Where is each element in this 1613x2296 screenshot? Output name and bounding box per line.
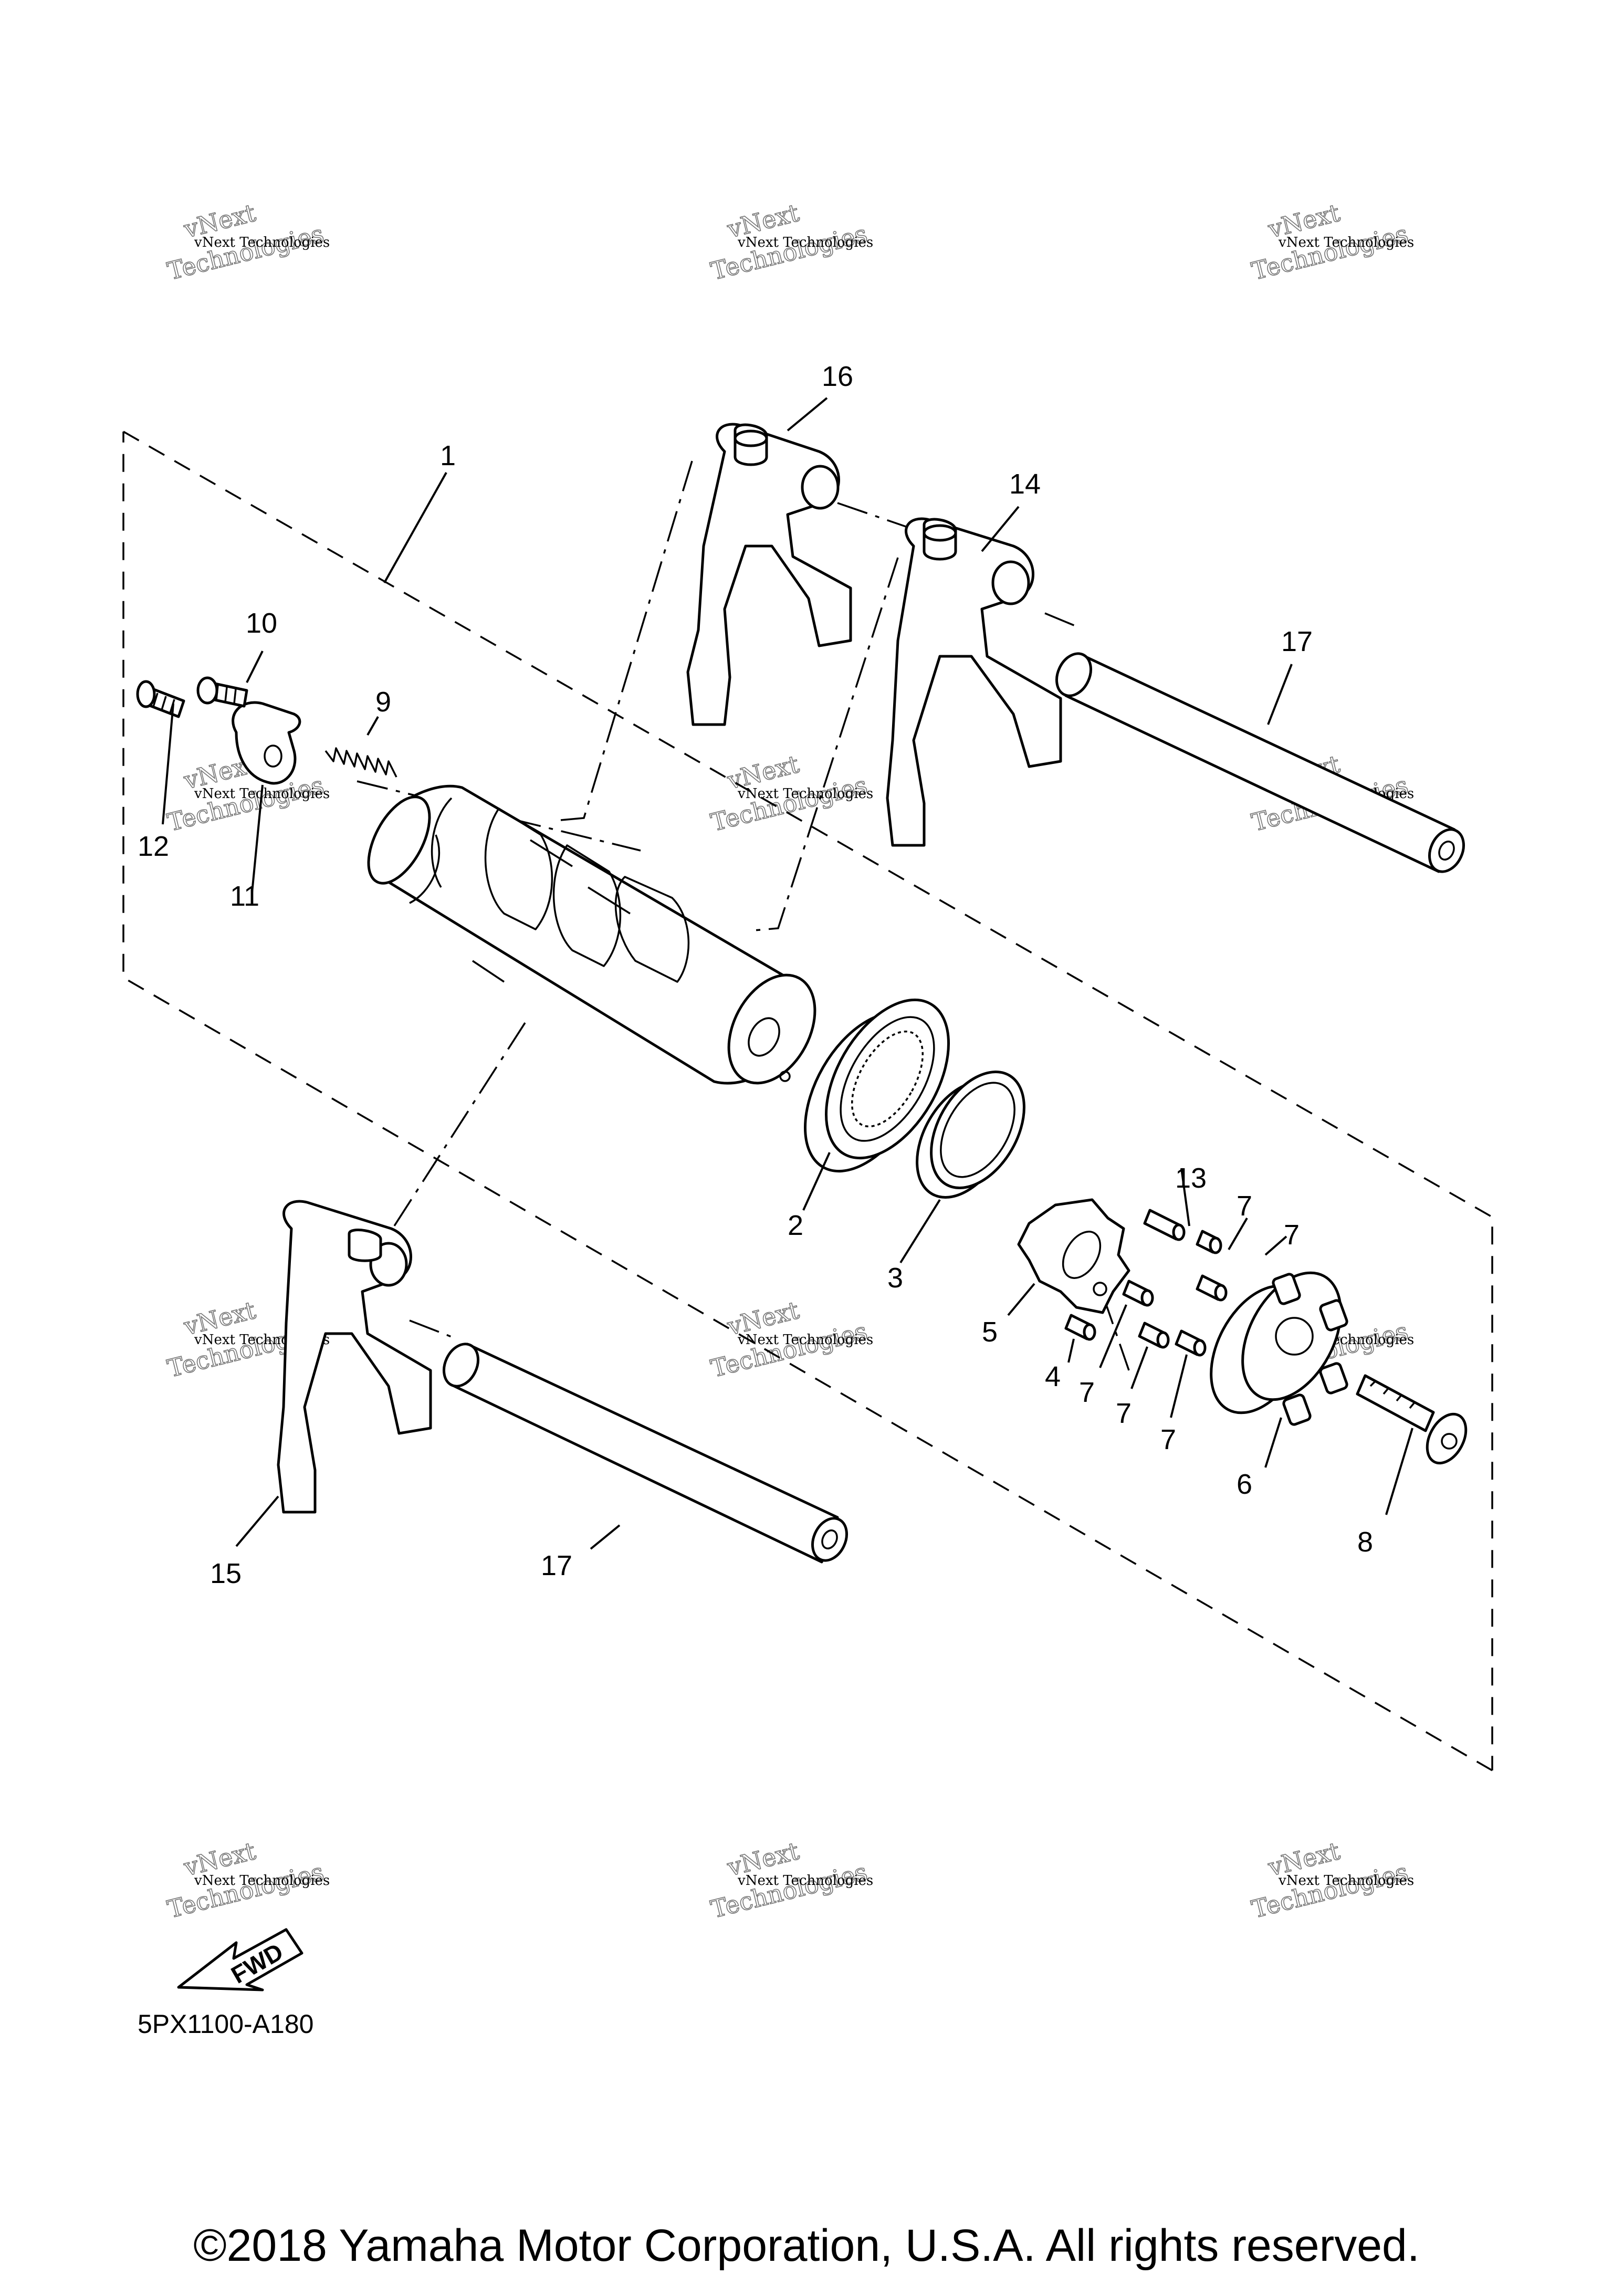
watermark: vNext Technologies vNext Technologies bbox=[708, 1836, 874, 1924]
diagram-code: 5PX1100-A180 bbox=[138, 2009, 313, 2039]
callout-16: 16 bbox=[822, 361, 853, 392]
shift-fork-14 bbox=[886, 517, 1062, 847]
pin-7 bbox=[1196, 1274, 1228, 1302]
callout-3: 3 bbox=[887, 1262, 903, 1294]
callout-labels: 1 2 3 4 5 6 7 7 7 7 7 8 9 10 11 12 13 14… bbox=[138, 361, 1373, 1589]
callout-17a: 17 bbox=[1281, 626, 1313, 657]
callout-14: 14 bbox=[1009, 468, 1041, 500]
alignment-line-fork16 bbox=[560, 460, 693, 821]
pin-7 bbox=[1138, 1322, 1170, 1349]
watermark-text: vNext Technologies bbox=[194, 235, 330, 250]
pin-7 bbox=[1196, 1230, 1222, 1254]
pin-7 bbox=[1175, 1329, 1207, 1357]
callout-7b: 7 bbox=[1284, 1219, 1300, 1251]
copyright-notice: ©2018 Yamaha Motor Corporation, U.S.A. A… bbox=[193, 2220, 1420, 2271]
segment-6 bbox=[1210, 1271, 1348, 1426]
fork-pin bbox=[348, 1229, 382, 1262]
callout-2: 2 bbox=[788, 1210, 803, 1241]
watermark: vNext Technologies vNext Technologies bbox=[708, 198, 874, 286]
callout-12: 12 bbox=[138, 831, 169, 862]
watermark-text: vNext Technologies bbox=[737, 786, 873, 802]
watermark: vNext Technologies vNext Technologies bbox=[1249, 198, 1415, 286]
callout-15: 15 bbox=[210, 1558, 242, 1589]
watermark-text: vNext Technologies bbox=[737, 1873, 873, 1889]
watermark: vNext Technologies vNext Technologies bbox=[1249, 1836, 1415, 1924]
watermark: vNext Technologies vNext Technologies bbox=[164, 198, 330, 286]
fwd-arrow-icon: FWD bbox=[177, 1928, 303, 1991]
callout-9: 9 bbox=[375, 686, 391, 718]
drum-groove bbox=[614, 876, 690, 983]
callout-7c: 7 bbox=[1079, 1377, 1095, 1408]
callout-5: 5 bbox=[982, 1316, 998, 1348]
assembly-boundary bbox=[122, 431, 1493, 1771]
alignment-line-rods3 bbox=[409, 1319, 457, 1340]
ring-3 bbox=[916, 1071, 1025, 1199]
callout-7e: 7 bbox=[1160, 1424, 1176, 1455]
fork-pin-top bbox=[923, 524, 957, 542]
callout-11: 11 bbox=[230, 880, 259, 912]
fork-rod-17-lower bbox=[443, 1343, 848, 1564]
shift-fork-16 bbox=[686, 423, 852, 726]
bolt-12 bbox=[136, 680, 185, 718]
shift-fork-15 bbox=[277, 1200, 432, 1514]
watermark-text: vNext Technologies bbox=[737, 1332, 873, 1348]
callout-7a: 7 bbox=[1237, 1190, 1252, 1222]
leader-lines bbox=[162, 397, 1413, 1550]
callout-13: 13 bbox=[1175, 1162, 1207, 1194]
fork-bore bbox=[991, 560, 1030, 605]
shift-drum bbox=[367, 784, 816, 1085]
fork-rod-17-upper bbox=[1055, 652, 1465, 873]
watermark-text: vNext Technologies bbox=[1278, 235, 1414, 250]
bearing-2 bbox=[803, 998, 950, 1173]
watermark: vNext Technologies vNext Technologies bbox=[708, 749, 874, 837]
callout-4: 4 bbox=[1045, 1361, 1061, 1392]
watermark-text: vNext Technologies bbox=[737, 235, 873, 250]
watermark-text: vNext Technologies bbox=[1278, 1873, 1414, 1889]
alignment-line-rods2 bbox=[1044, 612, 1080, 628]
pin-7 bbox=[1122, 1280, 1154, 1307]
drum-end bbox=[727, 973, 816, 1085]
dowel-4 bbox=[1064, 1314, 1096, 1341]
callout-17b: 17 bbox=[541, 1550, 572, 1581]
pin-13 bbox=[1143, 1209, 1186, 1241]
segment-plate-5 bbox=[1017, 1198, 1130, 1314]
watermark: vNext Technologies vNext Technologies bbox=[708, 1295, 874, 1383]
drum-groove bbox=[484, 808, 553, 930]
alignment-line-fork15 bbox=[386, 1022, 526, 1237]
watermark-text: vNext Technologies bbox=[194, 1873, 330, 1889]
drum-left-end bbox=[367, 795, 431, 885]
spring-9 bbox=[324, 747, 397, 778]
drum-groove bbox=[552, 844, 622, 967]
bolt-10 bbox=[196, 676, 248, 708]
alignment-line-fork14 bbox=[753, 557, 899, 931]
callout-8: 8 bbox=[1357, 1526, 1373, 1558]
pins bbox=[1064, 1209, 1228, 1357]
screw-8 bbox=[1356, 1374, 1468, 1465]
fork-pin-top bbox=[734, 429, 768, 447]
watermark: vNext Technologies vNext Technologies bbox=[164, 1836, 330, 1924]
callout-7d: 7 bbox=[1116, 1398, 1132, 1429]
fork-bore bbox=[801, 465, 840, 510]
alignment-line-rods bbox=[837, 502, 914, 530]
callout-10: 10 bbox=[246, 607, 277, 639]
callout-6: 6 bbox=[1237, 1469, 1252, 1500]
callout-1: 1 bbox=[440, 440, 456, 471]
